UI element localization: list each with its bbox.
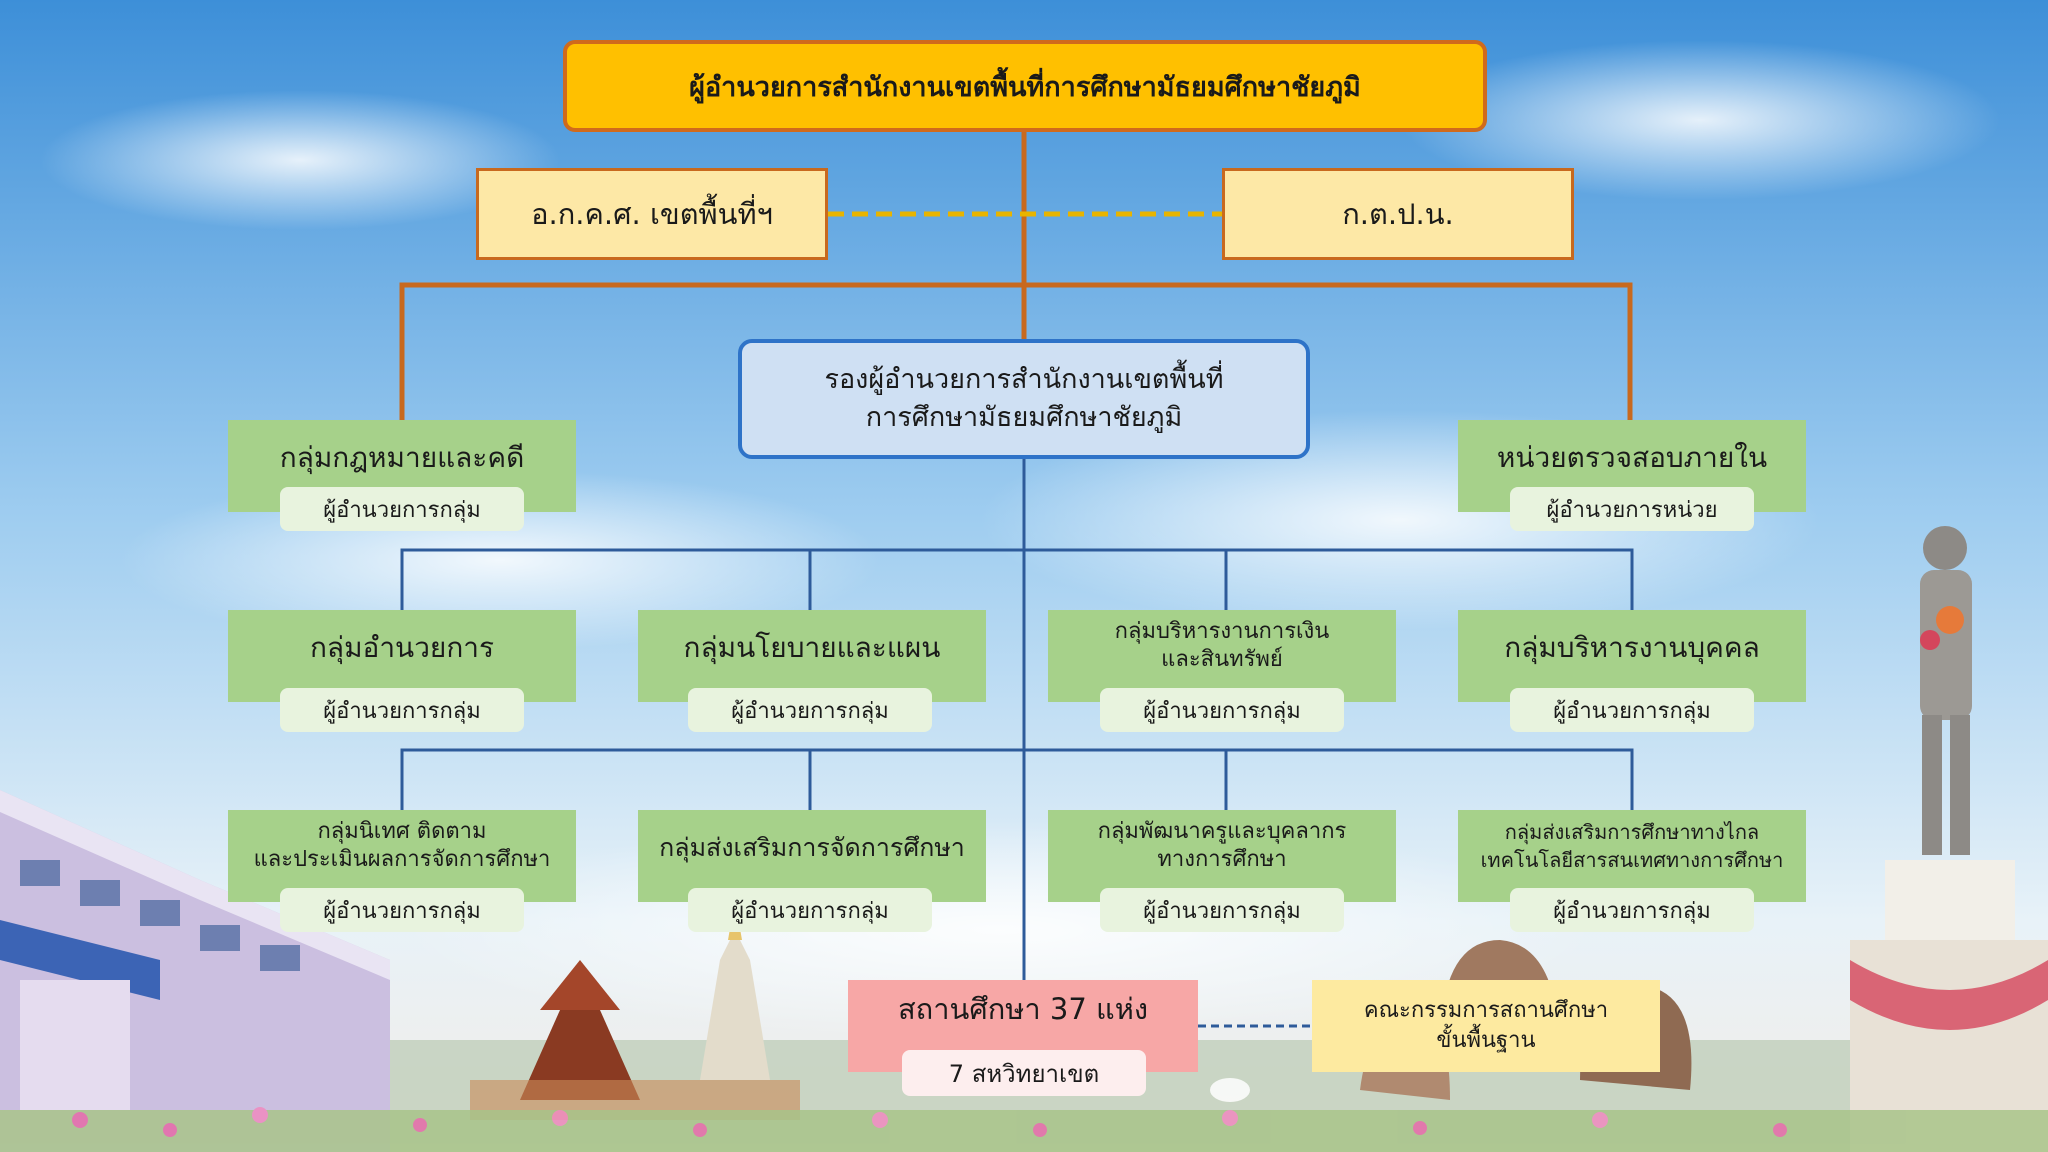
- group-finance-title: กลุ่มบริหารงานการเงิน และสินทรัพย์: [1048, 616, 1396, 676]
- group-teacher-development-title-line2: ทางการศึกษา: [1157, 847, 1287, 872]
- group-policy-plan-title-line1: กลุ่มนโยบายและแผน: [683, 631, 941, 664]
- group-distance-learning-ict-title-line1: กลุ่มส่งเสริมการศึกษาทางไกล: [1504, 820, 1760, 844]
- group-admin-title-line1: กลุ่มอำนวยการ: [309, 631, 495, 664]
- director-box: ผู้อำนวยการสำนักงานเขตพื้นที่การศึกษามัธ…: [563, 40, 1487, 132]
- group-finance-sub: ผู้อำนวยการกลุ่ม: [1100, 688, 1344, 732]
- group-supervision-title-line1: กลุ่มนิเทศ ติดตาม: [317, 819, 487, 844]
- group-distance-learning-ict-sub: ผู้อำนวยการกลุ่ม: [1510, 888, 1754, 932]
- advisory-box-left: อ.ก.ค.ศ. เขตพื้นที่ฯ: [476, 168, 828, 260]
- group-teacher-development-sub: ผู้อำนวยการกลุ่ม: [1100, 888, 1344, 932]
- committee-line2: ขั้นพื้นฐาน: [1436, 1028, 1536, 1053]
- group-personnel-title: กลุ่มบริหารงานบุคคล: [1458, 628, 1806, 668]
- group-finance: กลุ่มบริหารงานการเงิน และสินทรัพย์: [1048, 610, 1396, 702]
- deputy-director-box: รองผู้อำนวยการสำนักงานเขตพื้นที่ การศึกษ…: [738, 339, 1310, 459]
- deputy-title-line2: การศึกษามัธยมศึกษาชัยภูมิ: [865, 402, 1183, 433]
- deputy-title-line1: รองผู้อำนวยการสำนักงานเขตพื้นที่: [824, 364, 1224, 395]
- group-distance-learning-ict-title: กลุ่มส่งเสริมการศึกษาทางไกล เทคโนโลยีสาร…: [1458, 816, 1806, 876]
- group-education-promotion: กลุ่มส่งเสริมการจัดการศึกษา: [638, 810, 986, 902]
- orange-connectors: [399, 132, 1633, 420]
- group-supervision: กลุ่มนิเทศ ติดตาม และประเมินผลการจัดการศ…: [228, 810, 576, 902]
- group-supervision-title: กลุ่มนิเทศ ติดตาม และประเมินผลการจัดการศ…: [228, 816, 576, 876]
- group-legal-sub: ผู้อำนวยการกลุ่ม: [280, 487, 524, 531]
- advisory-right-label: ก.ต.ป.น.: [1342, 197, 1454, 231]
- group-education-promotion-title: กลุ่มส่งเสริมการจัดการศึกษา: [638, 828, 986, 868]
- group-education-promotion-sub: ผู้อำนวยการกลุ่ม: [688, 888, 932, 932]
- group-supervision-sub: ผู้อำนวยการกลุ่ม: [280, 888, 524, 932]
- group-policy-plan-title: กลุ่มนโยบายและแผน: [638, 628, 986, 668]
- advisory-left-label: อ.ก.ค.ศ. เขตพื้นที่ฯ: [531, 197, 773, 231]
- group-teacher-development: กลุ่มพัฒนาครูและบุคลากร ทางการศึกษา: [1048, 810, 1396, 902]
- group-internal-audit-title: หน่วยตรวจสอบภายใน: [1496, 441, 1768, 474]
- flower-field-illustration: [0, 1078, 2048, 1152]
- committee-line1: คณะกรรมการสถานศึกษา: [1363, 998, 1609, 1023]
- group-finance-title-line1: กลุ่มบริหารงานการเงิน: [1114, 619, 1330, 644]
- schools-sub: 7 สหวิทยาเขต: [902, 1050, 1146, 1096]
- group-finance-title-line2: และสินทรัพย์: [1161, 647, 1283, 672]
- group-legal-title: กลุ่มกฎหมายและคดี: [279, 441, 525, 474]
- schools-sub-label: 7 สหวิทยาเขต: [948, 1059, 1100, 1088]
- group-distance-learning-ict: กลุ่มส่งเสริมการศึกษาทางไกล เทคโนโลยีสาร…: [1458, 810, 1806, 902]
- director-title: ผู้อำนวยการสำนักงานเขตพื้นที่การศึกษามัธ…: [689, 71, 1361, 103]
- advisory-box-right: ก.ต.ป.น.: [1222, 168, 1574, 260]
- group-policy-plan: กลุ่มนโยบายและแผน: [638, 610, 986, 702]
- school-building-illustration: [0, 790, 390, 1152]
- group-teacher-development-title-line1: กลุ่มพัฒนาครูและบุคลากร: [1097, 819, 1347, 844]
- group-teacher-development-title: กลุ่มพัฒนาครูและบุคลากร ทางการศึกษา: [1048, 816, 1396, 876]
- group-distance-learning-ict-title-line2: เทคโนโลยีสารสนเทศทางการศึกษา: [1480, 848, 1784, 872]
- group-internal-audit-sub: ผู้อำนวยการหน่วย: [1510, 487, 1754, 531]
- group-admin: กลุ่มอำนวยการ: [228, 610, 576, 702]
- school-committee-box: คณะกรรมการสถานศึกษา ขั้นพื้นฐาน: [1312, 980, 1660, 1072]
- group-supervision-title-line2: และประเมินผลการจัดการศึกษา: [253, 847, 551, 872]
- schools-title: สถานศึกษา 37 แห่ง: [897, 992, 1149, 1026]
- group-personnel: กลุ่มบริหารงานบุคคล: [1458, 610, 1806, 702]
- group-admin-sub: ผู้อำนวยการกลุ่ม: [280, 688, 524, 732]
- group-admin-title: กลุ่มอำนวยการ: [228, 628, 576, 668]
- blue-connectors: [400, 459, 1634, 980]
- group-personnel-sub: ผู้อำนวยการกลุ่ม: [1510, 688, 1754, 732]
- group-policy-plan-sub: ผู้อำนวยการกลุ่ม: [688, 688, 932, 732]
- group-personnel-title-line1: กลุ่มบริหารงานบุคคล: [1504, 631, 1760, 664]
- group-education-promotion-title-line1: กลุ่มส่งเสริมการจัดการศึกษา: [659, 833, 965, 862]
